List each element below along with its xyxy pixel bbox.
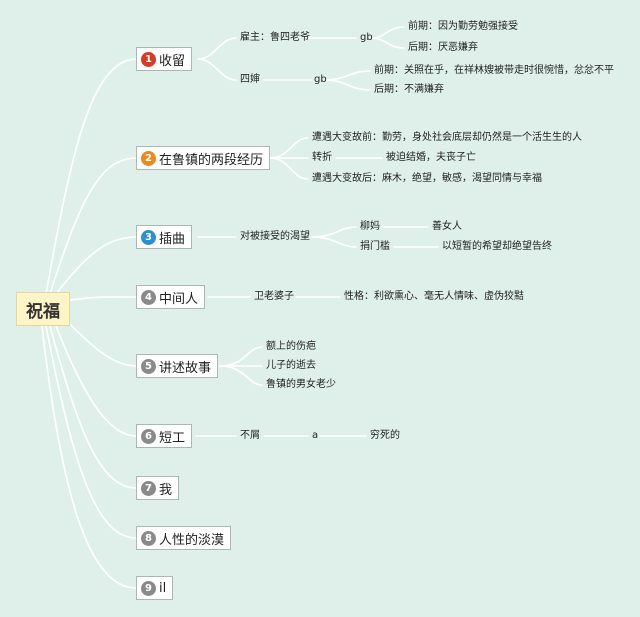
number-badge-7: 7 — [141, 480, 156, 496]
connector-root-topic3 — [55, 236, 137, 295]
topic-9[interactable]: 9 il — [136, 576, 174, 600]
central-topic[interactable]: 祝福 — [16, 292, 70, 326]
topic-indifference[interactable]: 8 人性的淡漠 — [136, 526, 232, 550]
connector-root-topic7 — [49, 325, 137, 489]
subtopic-early-care[interactable]: 前期：关照在乎，在祥林嫂被带走时很惋惜，忿忿不平 — [374, 65, 614, 76]
topic-label: 短工 — [159, 430, 186, 446]
subtopic-desire-acceptance[interactable]: 对被接受的渴望 — [240, 231, 310, 242]
subtopic-forced-marriage[interactable]: 被迫结婚，夫丧子亡 — [386, 152, 476, 163]
topic-me[interactable]: 7 我 — [136, 476, 180, 500]
topic-middleman[interactable]: 4 中间人 — [136, 285, 206, 309]
subtopic-late-attitude[interactable]: 后期：厌恶嫌弃 — [408, 42, 478, 53]
connector-root-topic8 — [45, 325, 137, 539]
subtopic-son-death[interactable]: 儿子的逝去 — [266, 360, 316, 371]
topic-label: 中间人 — [159, 291, 199, 307]
connector-root-topic1 — [45, 58, 137, 295]
subtopic-liuma[interactable]: 柳妈 — [360, 221, 380, 232]
number-badge-4: 4 — [141, 289, 156, 305]
number-badge-9: 9 — [141, 580, 156, 596]
topic-label: 人性的淡漠 — [159, 532, 225, 548]
subtopic-wei-laopozi[interactable]: 卫老婆子 — [254, 291, 294, 302]
subtopic-employer[interactable]: 雇主：鲁四老爷 — [240, 32, 310, 43]
subtopic-good-woman[interactable]: 善女人 — [432, 221, 462, 232]
topic-label: 插曲 — [159, 231, 186, 247]
topic-label: il — [159, 580, 167, 596]
connector-root-topic9 — [41, 325, 137, 589]
topic-label: 我 — [159, 482, 173, 498]
subtopic-siwei[interactable]: 四婶 — [240, 74, 260, 85]
subtopic-brief-hope[interactable]: 以短暂的希望却绝望告终 — [442, 241, 552, 252]
subtopic-luzhen-people[interactable]: 鲁镇的男女老少 — [266, 379, 336, 390]
subtopic-after-change[interactable]: 遭遇大变故后：麻木，绝望，敏感，渴望同情与幸福 — [312, 173, 542, 184]
connector-root-topic6 — [55, 325, 137, 437]
connector-root-topic5 — [65, 319, 137, 367]
number-badge-8: 8 — [141, 530, 156, 546]
topic-label: 收留 — [159, 53, 186, 69]
subtopic-gb-2[interactable]: gb — [314, 74, 327, 85]
subtopic-disdain[interactable]: 不屑 — [240, 430, 260, 441]
subtopic-donate-threshold[interactable]: 捐门槛 — [360, 241, 390, 252]
number-badge-3: 3 — [141, 229, 156, 245]
subtopic-personality[interactable]: 性格：利欲熏心、毫无人情味、虚伪狡黠 — [344, 291, 524, 302]
topic-storytelling[interactable]: 5 讲述故事 — [136, 354, 219, 378]
subtopic-turning-point[interactable]: 转折 — [312, 152, 332, 163]
subtopic-died-poor[interactable]: 穷死的 — [370, 430, 400, 441]
number-badge-2: 2 — [141, 150, 156, 166]
subtopic-gb[interactable]: gb — [360, 32, 373, 43]
topic-interlude[interactable]: 3 插曲 — [136, 225, 193, 249]
topic-two-experiences[interactable]: 2 在鲁镇的两段经历 — [136, 146, 271, 170]
connector-root-topic2 — [49, 157, 137, 295]
topic-label: 在鲁镇的两段经历 — [159, 152, 264, 168]
topic-shouliu[interactable]: 1 收留 — [136, 47, 193, 71]
subtopic-early-attitude[interactable]: 前期：因为勤劳勉强接受 — [408, 21, 518, 32]
number-badge-6: 6 — [141, 428, 156, 444]
number-badge-5: 5 — [141, 358, 156, 374]
connector-root-topic4 — [69, 296, 137, 301]
topic-short-worker[interactable]: 6 短工 — [136, 424, 193, 448]
subtopic-late-dislike[interactable]: 后期：不满嫌弃 — [374, 84, 444, 95]
subtopic-before-change[interactable]: 遭遇大变故前：勤劳，身处社会底层却仍然是一个活生生的人 — [312, 132, 582, 143]
topic-label: 讲述故事 — [159, 360, 212, 376]
subtopic-a[interactable]: a — [312, 430, 319, 441]
subtopic-forehead-scar[interactable]: 额上的伤疤 — [266, 341, 316, 352]
number-badge-1: 1 — [141, 51, 156, 67]
